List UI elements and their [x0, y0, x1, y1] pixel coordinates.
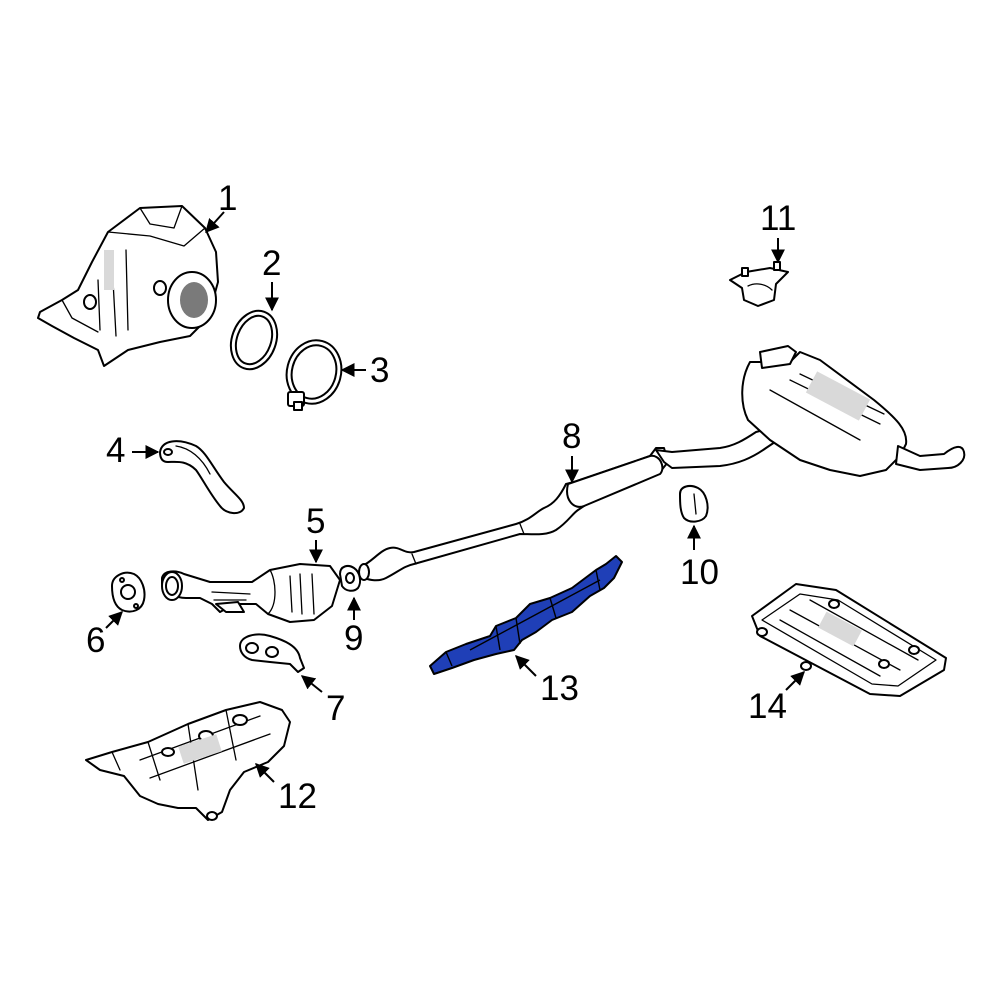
callout-4: 4 — [106, 431, 160, 470]
svg-text:9: 9 — [344, 619, 363, 658]
part-5-front-pipe-converter[interactable] — [161, 563, 341, 623]
callout-11: 11 — [760, 199, 796, 264]
part-2-gasket-ring[interactable] — [223, 304, 285, 375]
rear-muffler[interactable] — [741, 345, 966, 477]
svg-text:6: 6 — [86, 621, 105, 660]
callout-2: 2 — [262, 244, 281, 312]
callout-3: 3 — [340, 351, 389, 390]
part-4-bracket[interactable] — [159, 440, 245, 514]
part-13-heat-shield-highlighted[interactable] — [429, 555, 623, 675]
svg-text:8: 8 — [562, 417, 581, 456]
callout-12: 12 — [255, 763, 317, 816]
callout-8: 8 — [562, 417, 581, 484]
part-11-hanger-bracket[interactable] — [729, 261, 789, 307]
callout-1: 1 — [205, 179, 237, 234]
svg-text:13: 13 — [540, 669, 579, 708]
callout-14: 14 — [748, 671, 805, 726]
part-10-hanger[interactable] — [679, 485, 709, 523]
svg-text:11: 11 — [760, 199, 796, 238]
part-8-intermediate-pipe[interactable] — [358, 427, 779, 582]
part-7-bracket[interactable] — [239, 633, 305, 673]
callout-10: 10 — [680, 524, 719, 592]
svg-text:5: 5 — [306, 502, 325, 541]
part-3-clamp[interactable] — [280, 334, 349, 411]
svg-text:14: 14 — [748, 687, 787, 726]
svg-text:4: 4 — [106, 431, 125, 470]
svg-text:3: 3 — [370, 351, 389, 390]
part-14-underbody-shield[interactable] — [751, 583, 947, 697]
callout-6: 6 — [86, 611, 123, 660]
svg-text:12: 12 — [278, 777, 317, 816]
part-9-gasket[interactable] — [339, 565, 362, 592]
part-6-flange-gasket[interactable] — [111, 571, 146, 613]
callout-9: 9 — [344, 596, 363, 658]
svg-text:2: 2 — [262, 244, 281, 283]
callout-13: 13 — [515, 655, 579, 708]
part-1-filter-housing[interactable] — [37, 205, 219, 367]
callout-5: 5 — [306, 502, 325, 564]
svg-text:7: 7 — [326, 689, 345, 728]
svg-text:1: 1 — [218, 179, 237, 218]
callout-7: 7 — [300, 675, 345, 728]
svg-text:10: 10 — [680, 553, 719, 592]
part-12-heat-shield[interactable] — [85, 701, 291, 821]
